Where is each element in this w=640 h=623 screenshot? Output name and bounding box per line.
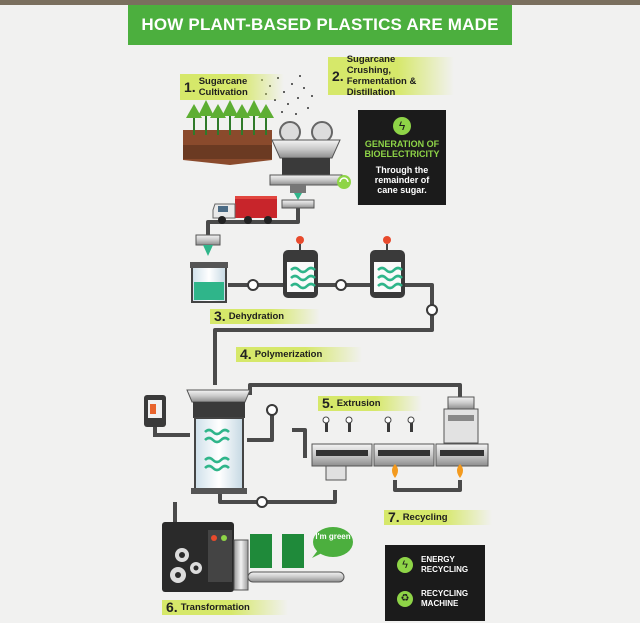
transformation-machine bbox=[162, 522, 345, 592]
green-badge bbox=[312, 527, 353, 558]
dehydration-vessels bbox=[190, 234, 405, 303]
bioelectricity-body: Through the remainder of cane sugar. bbox=[374, 165, 430, 195]
truck-icon bbox=[212, 196, 277, 224]
gear-icon bbox=[170, 548, 202, 583]
step-1-label: 1.Sugarcane Cultivation bbox=[180, 74, 284, 100]
energy-recycling-label: ENERGY RECYCLING bbox=[421, 555, 469, 574]
flame-icon bbox=[392, 464, 463, 478]
extrusion-line bbox=[311, 396, 489, 481]
pipe-valves bbox=[247, 279, 438, 508]
top-strip bbox=[0, 0, 640, 5]
crusher-machine bbox=[269, 121, 343, 209]
step-7-label: 7.Recycling bbox=[384, 510, 492, 525]
step-4-label: 4.Polymerization bbox=[236, 347, 362, 362]
green-badge-text: I'm green bbox=[315, 532, 351, 541]
lightning-icon: ϟ bbox=[393, 117, 411, 135]
sugarcane-field bbox=[183, 100, 274, 165]
recycle-icon bbox=[337, 175, 351, 189]
step-3-label: 3.Dehydration bbox=[210, 309, 320, 324]
bioelectricity-box: ϟ GENERATION OF BIOELECTRICITY Through t… bbox=[358, 110, 446, 205]
step-5-label: 5.Extrusion bbox=[318, 396, 422, 411]
recycling-machine-label: RECYCLING MACHINE bbox=[421, 589, 469, 608]
bioelectricity-heading: GENERATION OF BIOELECTRICITY bbox=[364, 139, 440, 159]
polymerization-reactor bbox=[144, 389, 251, 494]
step-6-label: 6.Transformation bbox=[162, 600, 288, 615]
energy-icon: ϟ bbox=[397, 557, 413, 573]
recycle-machine-icon: ♻ bbox=[397, 591, 413, 607]
recycling-box: ϟ ENERGY RECYCLING ♻ RECYCLING MACHINE bbox=[385, 545, 485, 621]
step-2-label: 2.Sugarcane Crushing, Fermentation & Dis… bbox=[328, 54, 454, 98]
page-title: HOW PLANT-BASED PLASTICS ARE MADE bbox=[128, 5, 512, 45]
